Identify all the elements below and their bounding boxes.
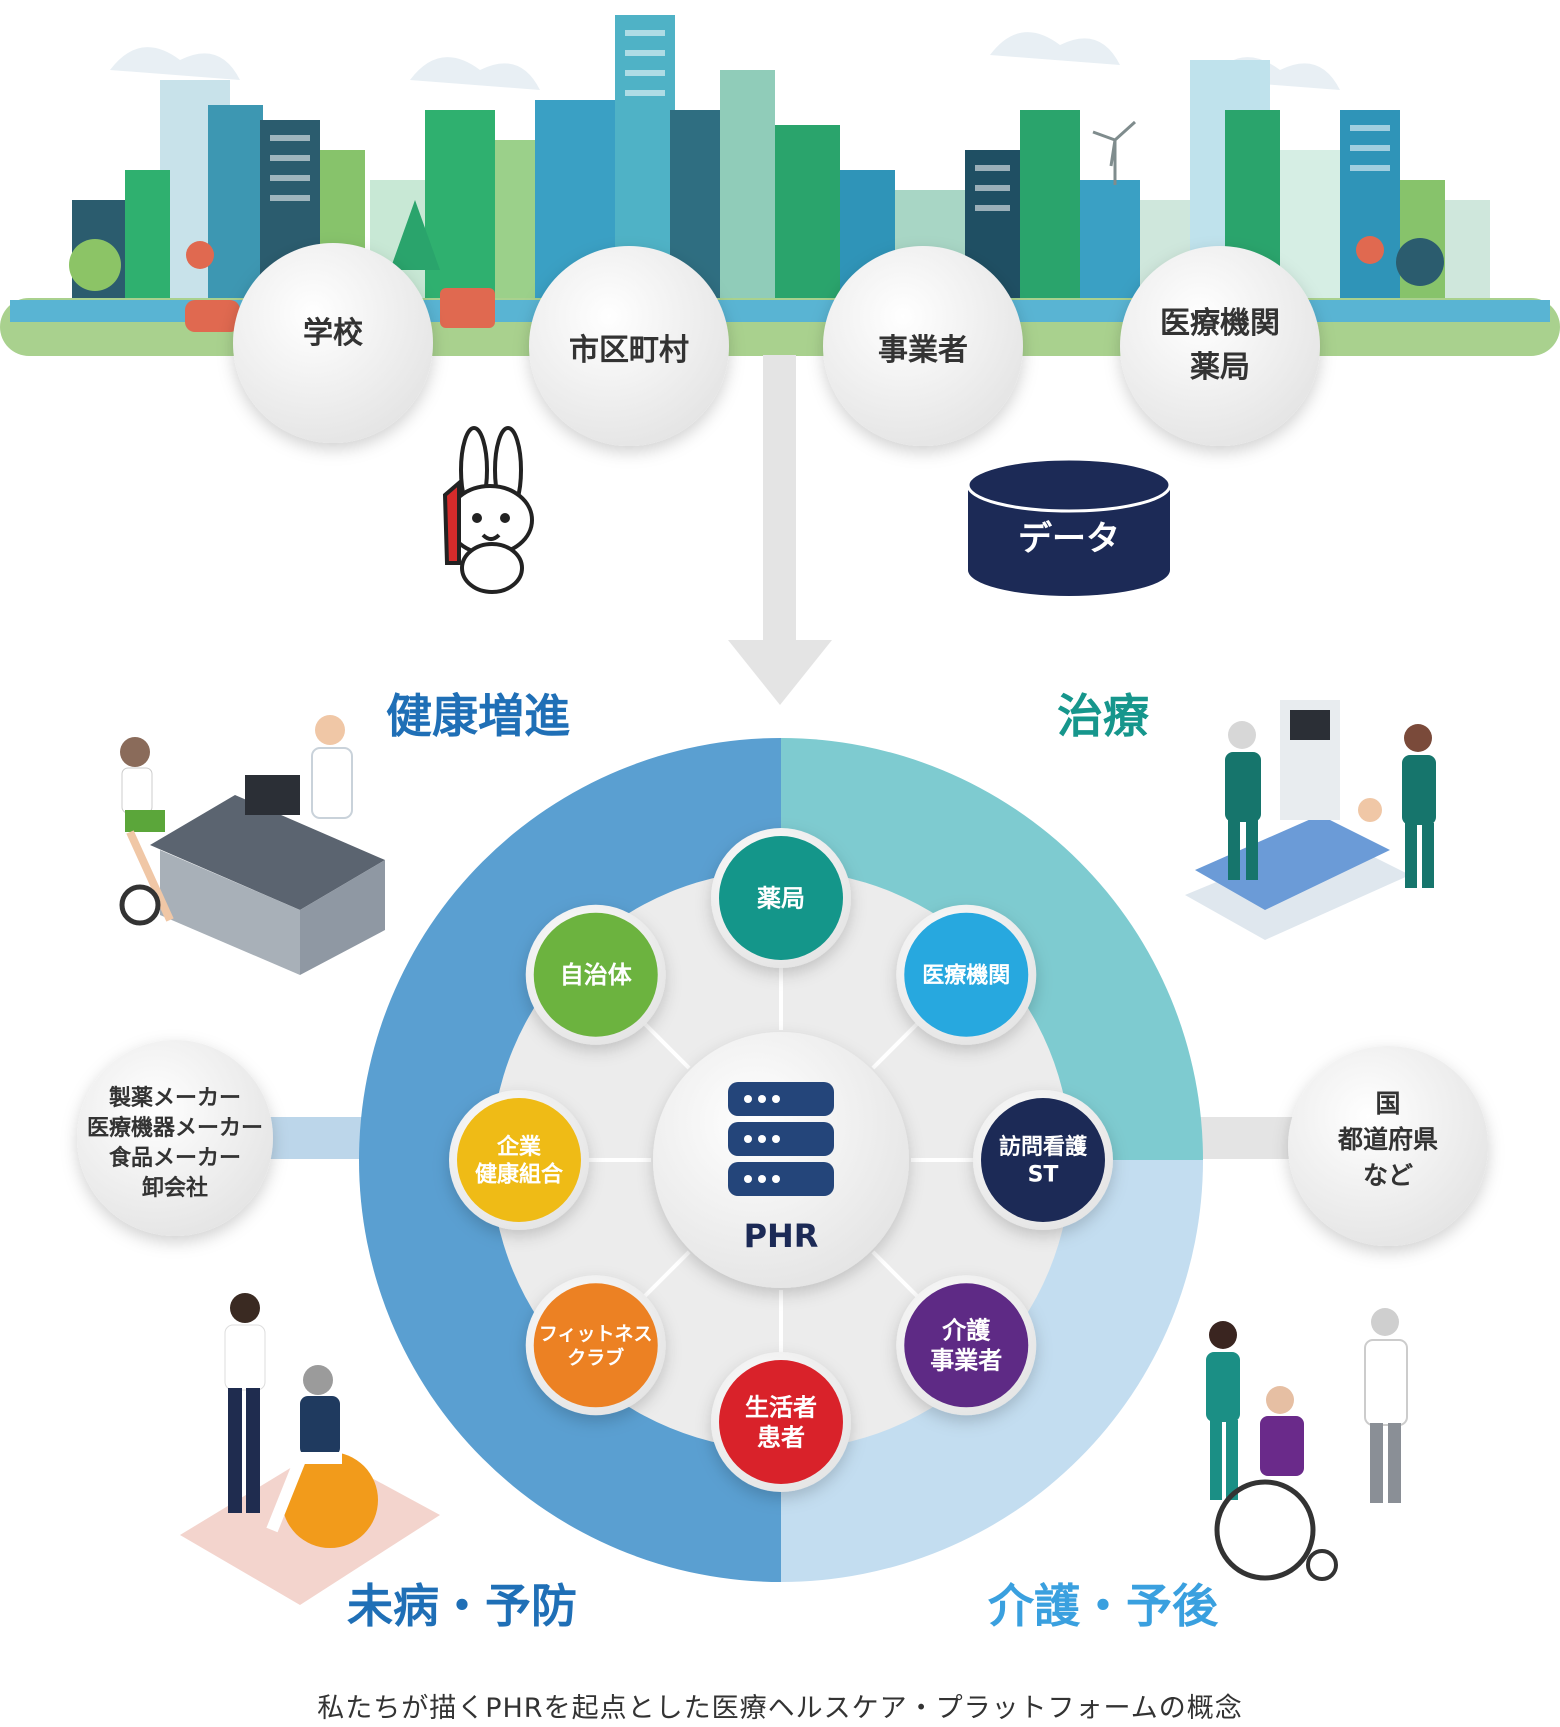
- side-node-label: など: [1363, 1161, 1413, 1190]
- side-node-government: 国 都道府県 など: [1288, 1046, 1488, 1246]
- top-node-label: 医療機関: [1160, 306, 1280, 341]
- ring-node-label: 訪問看護: [999, 1134, 1088, 1160]
- ring-node-label: 医療機関: [922, 962, 1010, 988]
- ring-node-label: 健康組合: [475, 1161, 564, 1187]
- fitness-exercise-illustration: [180, 1293, 440, 1605]
- city-skyline-illustration: [0, 15, 1560, 356]
- data-cylinder-label: データ: [1018, 519, 1120, 559]
- top-node-school: 学校: [233, 243, 433, 443]
- side-node-label: 都道府県: [1337, 1125, 1438, 1154]
- ring-node-label: 薬局: [757, 884, 805, 912]
- doctor-consultation-illustration: [119, 715, 385, 975]
- top-node-label: 市区町村: [569, 333, 689, 368]
- server-stack-icon: [728, 1082, 834, 1196]
- ring-node: 自治体: [525, 904, 666, 1045]
- spoke-line: [871, 1250, 922, 1301]
- top-node-label: 学校: [303, 316, 363, 351]
- elder-care-illustration: [1206, 1308, 1408, 1581]
- ring-node-fill: [981, 1098, 1105, 1222]
- ring-node-label: ST: [1028, 1162, 1059, 1187]
- ring-node-fill: [533, 912, 658, 1037]
- ring-node-label: クラブ: [567, 1346, 624, 1369]
- quadrant-title-treatment: 治療: [1057, 689, 1149, 743]
- ring-node-label: 事業者: [930, 1347, 1002, 1375]
- phr-concept-diagram: 学校 市区町村 事業者 医療機関 薬局 データ 健康増進 治療 未病・予防 介護…: [0, 15, 1560, 1633]
- spoke-line: [871, 1019, 922, 1070]
- side-node-label: 国: [1375, 1089, 1400, 1118]
- ring-node-fill: [719, 1360, 843, 1484]
- hospital-treatment-illustration: [1185, 700, 1436, 940]
- top-node-medical-pharmacy: 医療機関 薬局: [1120, 246, 1320, 446]
- side-node-label: 食品メーカー: [109, 1145, 241, 1171]
- quadrant-title-care: 介護・予後: [988, 1579, 1219, 1633]
- ring-node-fill: [904, 1283, 1029, 1408]
- top-node-label: 薬局: [1190, 350, 1250, 385]
- figure-caption: 私たちが描くPHRを起点とした医療ヘルスケア・プラットフォームの概念: [317, 1693, 1243, 1724]
- quadrant-title-prevention: 未病・予防: [347, 1579, 577, 1633]
- center-phr-node: PHR: [653, 1032, 909, 1288]
- side-node-manufacturers: 製薬メーカー 医療機器メーカー 食品メーカー 卸会社: [77, 1040, 273, 1236]
- center-label: PHR: [744, 1217, 819, 1255]
- ring-node-label: 患者: [757, 1423, 805, 1451]
- flow-arrow: [728, 355, 832, 705]
- side-node-label: 製薬メーカー: [108, 1085, 241, 1111]
- ring-node-label: 企業: [496, 1134, 542, 1160]
- spokes: [585, 964, 977, 1356]
- top-node-municipality: 市区町村: [529, 246, 729, 446]
- ring-node: 薬局: [711, 828, 851, 968]
- spoke-line: [640, 1019, 691, 1070]
- ring-node-label: フィットネス: [539, 1323, 653, 1345]
- right-connector: [1190, 1117, 1300, 1159]
- ring-node-label: 生活者: [745, 1393, 817, 1421]
- data-cylinder-icon: データ: [966, 457, 1172, 596]
- ring-node-fill: [533, 1283, 658, 1408]
- ring-node-fill: [904, 912, 1029, 1037]
- ring-node-label: 自治体: [560, 961, 633, 989]
- top-node-business: 事業者: [823, 246, 1023, 446]
- side-node-label: 卸会社: [142, 1175, 208, 1201]
- side-node-label: 医療機器メーカー: [87, 1115, 263, 1141]
- top-node-label: 事業者: [878, 333, 968, 368]
- quadrant-title-health-promotion: 健康増進: [386, 689, 570, 743]
- ring-node-label: 介護: [941, 1317, 991, 1345]
- ring-node-fill: [457, 1098, 581, 1222]
- ring-node-fill: [719, 836, 843, 960]
- ring-node: 医療機関: [896, 904, 1037, 1045]
- rabbit-mascot-icon: [442, 426, 534, 594]
- spoke-line: [640, 1250, 691, 1301]
